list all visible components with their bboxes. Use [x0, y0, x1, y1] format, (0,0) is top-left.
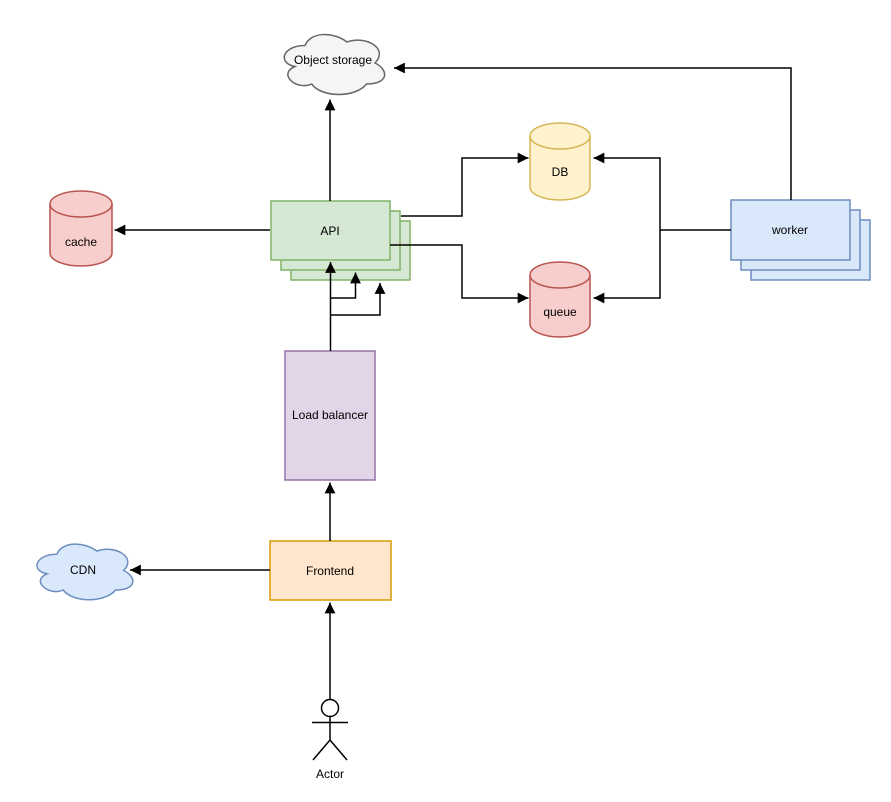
node-load-balancer: Load balancer [284, 350, 376, 481]
node-worker: worker [730, 199, 871, 281]
actor-body-icon [312, 716, 348, 761]
stack-front [270, 200, 391, 261]
node-label: Object storage [294, 53, 372, 67]
edge-worker-to-db [593, 152, 661, 230]
node-actor: Actor [312, 698, 348, 781]
cloud-icon [283, 33, 386, 96]
cylinder-lid [49, 203, 113, 218]
edge-worker-to-queue [593, 230, 661, 304]
node-label: Frontend [306, 564, 354, 578]
rect-shape [284, 350, 376, 481]
cloud-icon [36, 543, 134, 601]
node-object-storage: Object storage [283, 33, 386, 96]
edge-api-to-queue [390, 244, 529, 304]
edge-api-to-db [401, 152, 529, 217]
node-api: API [270, 200, 411, 281]
edge-layer [114, 62, 792, 699]
node-db: DB [529, 122, 591, 201]
rect-shape [269, 540, 392, 601]
node-label: queue [543, 305, 577, 319]
edge-load-balancer-to-api-2 [330, 272, 361, 299]
node-frontend: Frontend [269, 540, 392, 601]
edge-load-balancer-to-api-3 [330, 283, 386, 316]
cylinder-lid [529, 135, 591, 150]
node-label: cache [65, 235, 97, 249]
cylinder-icon [49, 190, 113, 267]
cylinder-icon [529, 261, 591, 338]
cylinder-lid [529, 274, 591, 289]
node-label: worker [771, 223, 808, 237]
node-cdn: CDN [36, 543, 134, 601]
edge-worker-to-object-storage [394, 62, 792, 200]
node-label: DB [552, 165, 569, 179]
node-cache: cache [49, 190, 113, 267]
node-label: Load balancer [292, 408, 368, 422]
cylinder-icon [529, 122, 591, 201]
actor-head-icon [320, 698, 340, 718]
node-label: API [320, 224, 339, 238]
node-label: Actor [316, 767, 344, 781]
node-label: CDN [70, 563, 96, 577]
node-queue: queue [529, 261, 591, 338]
